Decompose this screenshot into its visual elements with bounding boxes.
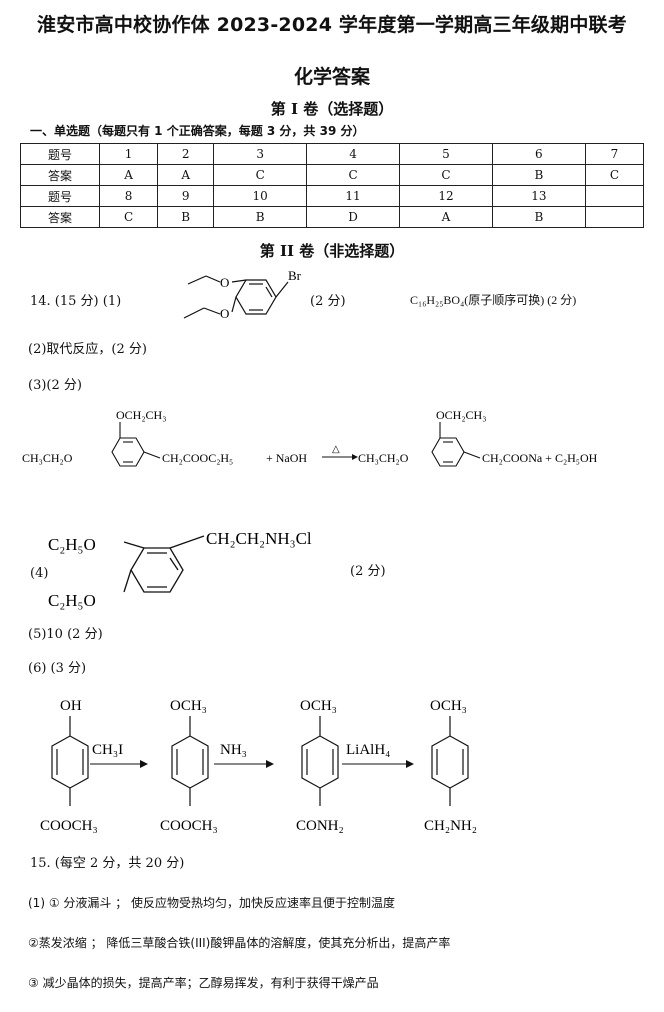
table-cell: C <box>584 164 645 186</box>
page-title: 淮安市高中校协作体 2023-2024 学年度第一学期高三年级期中联考 <box>37 14 627 36</box>
q14-part6: (6) (3 分) <box>28 661 87 676</box>
table-cell: 12 <box>399 185 493 207</box>
q14-synthesis-route: OH COOCH₃ CH₃I OCH₃ COOCH₃ NH₃ OCH₃ CONH… <box>40 698 477 834</box>
substituent-label: CH₂COOC₂H₅ <box>162 451 233 465</box>
table-row-label: 题号 <box>20 185 100 207</box>
benzene-ring <box>123 535 205 593</box>
table-cell: 5 <box>399 143 493 165</box>
table-cell: B <box>491 164 586 186</box>
substituent-label: COOCH₃ <box>160 818 218 834</box>
document-subtitle: 化学答案 <box>293 66 370 88</box>
substituent-label: OCH₃ <box>430 698 467 714</box>
substituent-label: CH₂CH₂NH₃Cl <box>206 529 312 548</box>
table-cell: 3 <box>213 143 308 165</box>
table-row: 答案 C B B D A B <box>20 206 645 228</box>
table-cell <box>584 206 645 228</box>
reagent-label: + NaOH <box>266 451 307 465</box>
answer-table: 题号 1 2 3 4 5 6 7 答案 A A C C C B C 题号 8 9… <box>20 143 645 228</box>
substituent-label: OCH₂CH₃ <box>436 408 486 422</box>
table-cell: C <box>306 164 401 186</box>
substituent-label: OCH₃ <box>300 698 337 714</box>
table-cell: C <box>98 206 159 228</box>
table-cell: A <box>98 164 159 186</box>
q15-heading: 15. (每空 2 分，共 20 分) <box>30 856 185 871</box>
q14-part3: (3)(2 分) <box>28 378 82 393</box>
table-cell: B <box>491 206 586 228</box>
table-cell: C <box>399 164 493 186</box>
benzene-ring <box>51 716 89 806</box>
heat-symbol: △ <box>332 444 340 455</box>
substituent-label: OCH₃ <box>170 698 207 714</box>
q14-structure-1: Br O O <box>183 268 302 321</box>
benzene-ring <box>431 716 469 806</box>
table-cell: 1 <box>98 143 159 165</box>
table-cell: 2 <box>157 143 215 165</box>
reagent-label: LiAlH₄ <box>346 742 390 758</box>
arrow-head-icon <box>266 760 274 768</box>
part1-title: 第 I 卷（选择题） <box>270 100 394 118</box>
atom-label-o: O <box>220 306 229 321</box>
q15-answer-1: (1) ① 分液漏斗 ； 使反应物受热均匀，加快反应速率且便于控制温度 <box>28 896 396 910</box>
table-row: 答案 A A C C C B C <box>20 164 645 186</box>
substituent-label: C₂H₅O <box>48 591 96 610</box>
table-cell: 4 <box>306 143 401 165</box>
q14-part2: (2)取代反应，(2 分) <box>28 342 147 357</box>
table-cell: C <box>213 164 308 186</box>
substituent-label: OH <box>60 698 82 714</box>
table-row-label: 答案 <box>20 164 100 186</box>
substituent-label: COOCH₃ <box>40 818 98 834</box>
q14-reaction-equation: OCH₂CH₃ CH₃CH₂O CH₂COOC₂H₅ + NaOH △ CH₃C… <box>22 408 598 467</box>
table-row: 题号 1 2 3 4 5 6 7 <box>20 143 645 165</box>
table-row-label: 题号 <box>20 143 100 165</box>
benzene-ring <box>301 716 339 806</box>
part2-title: 第 II 卷（非选择题） <box>259 242 405 260</box>
q15-answer-2: ②蒸发浓缩 ； 降低三草酸合铁(III)酸钾晶体的溶解度，使其充分析出，提高产率 <box>28 936 451 950</box>
q15-answer-3: ③ 减少晶体的损失，提高产率；乙醇易挥发，有利于获得干燥产品 <box>28 976 379 990</box>
table-cell: 7 <box>584 143 645 165</box>
q14-score-1: (2 分) <box>310 294 346 309</box>
table-cell: 10 <box>213 185 308 207</box>
table-cell: D <box>306 206 401 228</box>
q14-part4: (4) <box>30 566 49 581</box>
q14-score-4: (2 分) <box>350 564 386 579</box>
benzene-ring <box>431 422 481 467</box>
substituent-label: OCH₂CH₃ <box>116 408 166 422</box>
benzene-ring <box>111 422 161 467</box>
substituent-label: CH₃CH₂O <box>358 451 409 465</box>
substituent-label: CH₃CH₂O <box>22 451 73 465</box>
substituent-label: CH₂NH₂ <box>424 818 477 834</box>
table-cell: A <box>157 164 215 186</box>
table-cell: 8 <box>98 185 159 207</box>
q14-part5: (5)10 (2 分) <box>28 627 103 642</box>
atom-label-br: Br <box>288 268 302 283</box>
table-cell: A <box>399 206 493 228</box>
part1-instructions: 一、单选题（每题只有 1 个正确答案，每题 3 分，共 39 分） <box>30 124 365 138</box>
benzene-ring <box>171 716 209 806</box>
q14-formula: C₁₆H₂₅BO₄(原子顺序可换) (2 分) <box>410 293 577 307</box>
table-cell: B <box>157 206 215 228</box>
reagent-label: NH₃ <box>220 742 247 758</box>
q14-heading: 14. (15 分) (1) <box>30 294 122 309</box>
table-cell: 11 <box>306 185 401 207</box>
table-cell <box>584 185 645 207</box>
table-row-label: 答案 <box>20 206 100 228</box>
arrow-head-icon <box>140 760 148 768</box>
arrow-head-icon <box>352 454 358 460</box>
substituent-label: CH₂COONa + C₂H₅OH <box>482 451 598 465</box>
table-cell: 13 <box>491 185 586 207</box>
table-cell: 6 <box>491 143 586 165</box>
table-cell: B <box>213 206 308 228</box>
table-cell: 9 <box>157 185 215 207</box>
atom-label-o: O <box>220 275 229 290</box>
substituent-label: C₂H₅O <box>48 535 96 554</box>
arrow-head-icon <box>406 760 414 768</box>
substituent-label: CONH₂ <box>296 818 344 834</box>
q14-structure-4: C₂H₅O C₂H₅O CH₂CH₂NH₃Cl <box>48 529 312 610</box>
benzene-ring <box>183 275 289 319</box>
reagent-label: CH₃I <box>92 742 123 758</box>
table-row: 题号 8 9 10 11 12 13 <box>20 185 645 207</box>
